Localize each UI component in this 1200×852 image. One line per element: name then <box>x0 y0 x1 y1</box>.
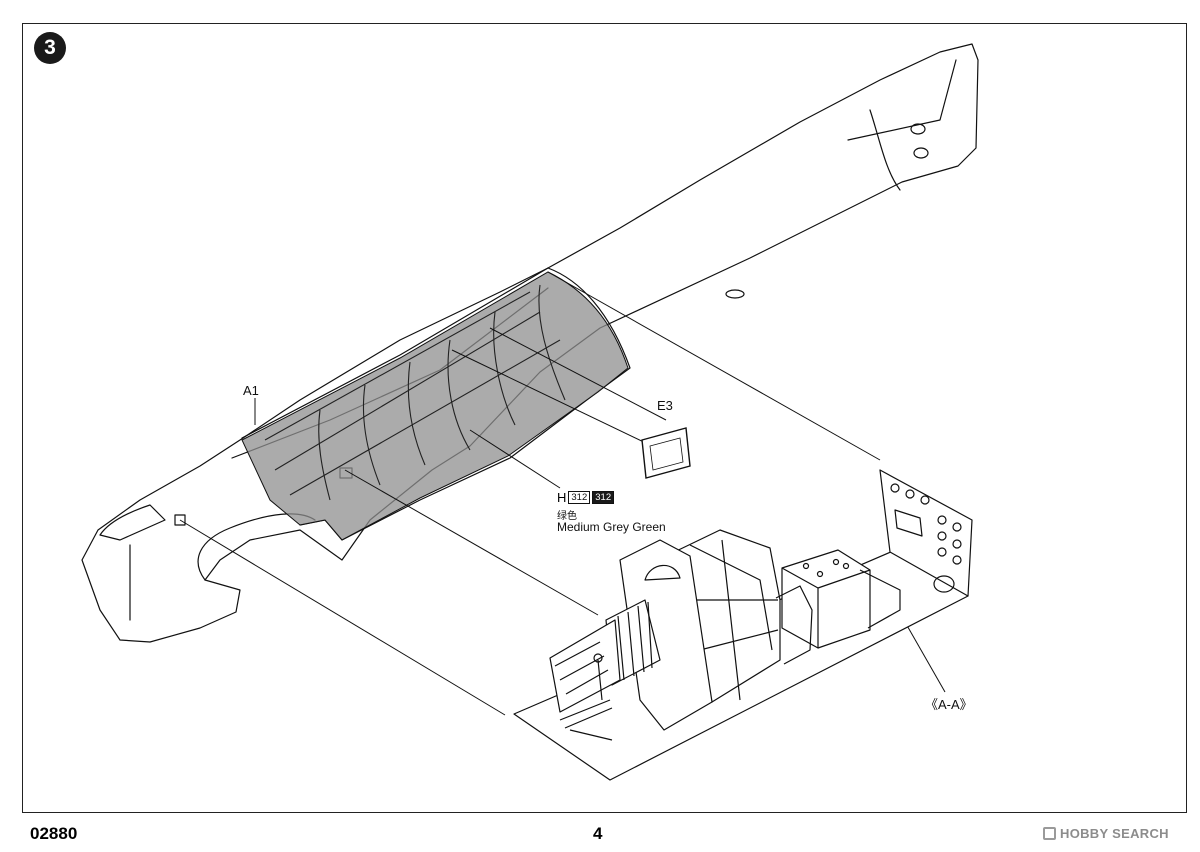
seat-cushion-lines <box>617 601 653 681</box>
attach-tab-left <box>174 514 186 526</box>
tail-pin-1 <box>910 123 926 135</box>
control-box-detail <box>554 641 609 695</box>
e3-panel-part <box>641 427 691 479</box>
part-label-a1: A1 <box>243 383 259 398</box>
watermark-logo-icon <box>1043 827 1056 840</box>
oxygen-valve <box>933 575 955 593</box>
cockpit-opening-edge <box>299 267 631 541</box>
stringer-3 <box>264 291 531 441</box>
section-label: 《A-A》 <box>925 697 973 712</box>
watermark-text: HOBBY SEARCH <box>1060 826 1169 841</box>
page-frame <box>22 23 1187 813</box>
radio-box <box>781 549 871 649</box>
rear-bulkhead-panel <box>879 469 973 597</box>
leader-cockpit-3 <box>547 271 881 461</box>
paint-name-en: Medium Grey Green <box>557 520 666 534</box>
frame-rib-4 <box>447 339 471 451</box>
frame-rib-6 <box>538 284 566 401</box>
tail-detail-line <box>847 59 957 141</box>
radio-tray <box>859 569 901 629</box>
control-stick-grip <box>593 653 603 663</box>
fuselage-half-outline <box>81 43 979 643</box>
leader-e3 <box>451 349 651 446</box>
stringer-1 <box>274 311 541 471</box>
leader-e3-b <box>489 327 667 421</box>
part-label-e3: E3 <box>657 398 673 413</box>
fuselage-spine-line <box>241 267 549 439</box>
rudder-pedals <box>559 699 613 729</box>
control-stick <box>597 659 603 701</box>
tail-pin-2 <box>913 147 929 159</box>
frame-rib-3 <box>407 361 426 466</box>
seat-headrest-cutout <box>644 564 681 581</box>
step-number-badge: 3 <box>34 32 66 64</box>
radio-knob-4 <box>842 562 850 570</box>
product-code: 02880 <box>30 824 78 843</box>
frame-rib-1 <box>318 409 331 501</box>
pedal-bar <box>569 729 613 741</box>
frame-rib-2 <box>362 384 381 486</box>
paint-part-letter: H <box>557 490 567 505</box>
e3-panel-inner <box>649 437 684 471</box>
leader-cockpit-1 <box>179 519 506 716</box>
radio-knob-3 <box>832 558 840 566</box>
radio-knob-1 <box>802 562 810 570</box>
radio-knob-2 <box>816 570 824 578</box>
leader-paint <box>469 429 561 489</box>
fuselage-pin <box>725 289 745 299</box>
radio-box-edge <box>781 567 871 648</box>
rear-seat-step <box>775 585 813 665</box>
paint-code-dark: 312 <box>592 491 615 504</box>
paint-name-cn: 绿色 <box>557 511 577 522</box>
nose-wheel-well <box>197 513 316 581</box>
seat-frame <box>619 539 713 731</box>
nose-ring <box>99 504 166 541</box>
leader-cockpit-2 <box>344 469 599 616</box>
watermark: HOBBY SEARCH <box>1043 826 1169 841</box>
paint-callout: H 312 312 <box>557 490 615 505</box>
paint-code-light: 312 <box>568 491 591 504</box>
bulkhead-holes <box>890 483 962 565</box>
leader-section <box>904 621 946 693</box>
seat-armor-grid <box>676 539 779 701</box>
tail-bulkhead <box>869 109 901 191</box>
page-number: 4 <box>593 824 603 843</box>
stringer-2 <box>289 339 561 496</box>
